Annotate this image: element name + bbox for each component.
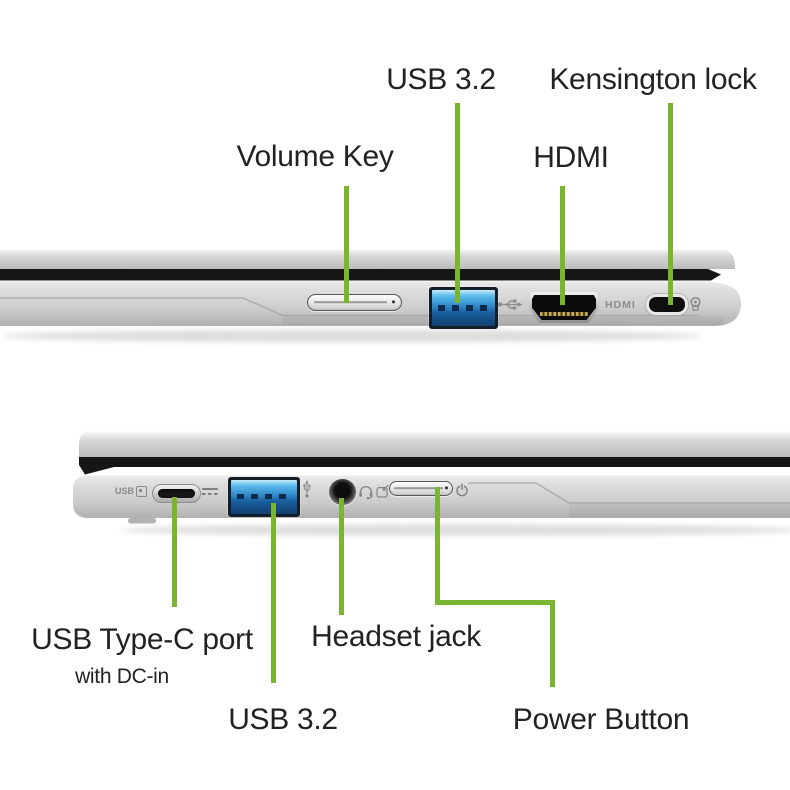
headset-icon (358, 485, 372, 499)
usb-a-port-top (429, 287, 498, 329)
kensington-lock-slot (649, 296, 685, 312)
base-crease (468, 482, 790, 504)
usb-trident-icon (303, 480, 311, 498)
power-button-dot (445, 486, 449, 490)
power-callout-line-v2 (550, 600, 555, 687)
base-lower-shade (569, 504, 790, 517)
usb-logo-box (136, 486, 147, 497)
headset-label: Headset jack (311, 620, 481, 653)
usb-c-slot (158, 489, 195, 498)
usb-top-label: USB 3.2 (386, 63, 496, 96)
rubber-foot (128, 518, 156, 524)
usb-c-label: USB Type-C port (31, 623, 253, 656)
dc-in-icon (202, 487, 218, 496)
power-button (389, 480, 453, 496)
rocker-dot (392, 300, 396, 304)
headset-callout-line (339, 498, 344, 615)
lid-edge (79, 430, 790, 457)
shadow (0, 329, 704, 343)
usb-pins (437, 305, 490, 311)
base-lower-shade (283, 316, 723, 325)
volume-label: Volume Key (236, 140, 394, 173)
power-label: Power Button (512, 703, 690, 736)
usb-logo-icon: USB (115, 486, 147, 497)
usb-pins (236, 494, 292, 500)
power-button-seam (393, 487, 443, 490)
lid-edge (0, 248, 735, 269)
usb-c-callout-line (172, 497, 177, 607)
power-callout-line-h (435, 600, 555, 605)
hdmi-contacts (540, 312, 588, 317)
usb-bottom-label: USB 3.2 (228, 703, 338, 736)
usb-cavity (231, 480, 297, 514)
shadow (120, 524, 790, 536)
hdmi-callout-line (560, 186, 565, 305)
hinge-gap (79, 457, 790, 475)
kensington-lock-icon (690, 296, 701, 311)
kensington-label: Kensington lock (549, 63, 757, 96)
audio-combo-icon (375, 484, 389, 498)
volume-rocker (307, 293, 402, 311)
volume-callout-line (344, 186, 349, 303)
hdmi-label: HDMI (533, 141, 609, 174)
power-icon (455, 483, 468, 496)
rocker-seam (313, 301, 388, 303)
usb-c-sublabel: with DC-in (75, 665, 169, 688)
usb-trident-icon (497, 299, 523, 310)
power-callout-line-v1 (435, 487, 440, 605)
usb-a-port-bottom (228, 477, 300, 517)
kensington-callout-line (668, 103, 673, 305)
usb-bottom-callout-line (271, 503, 276, 683)
usb-cavity (432, 290, 495, 326)
usb-logo-text: USB (115, 486, 135, 497)
hdmi-molded-logo: HDMI (605, 299, 636, 311)
usb-top-callout-line (455, 103, 460, 303)
hinge-gap (0, 269, 721, 281)
